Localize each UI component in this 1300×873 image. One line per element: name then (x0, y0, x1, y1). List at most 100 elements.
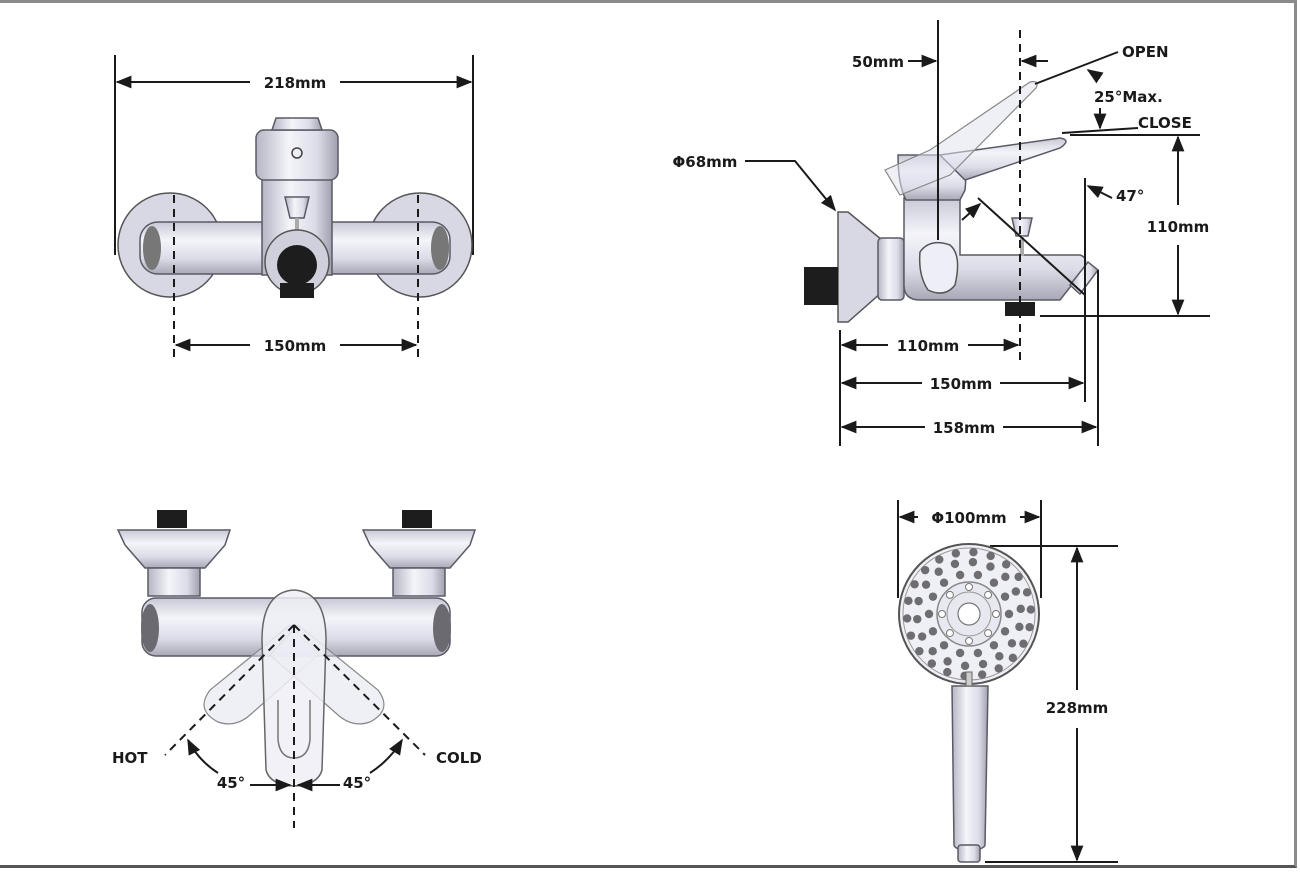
hose-connector (957, 844, 981, 863)
mode-selector (965, 671, 973, 687)
angle-arrow (961, 202, 982, 221)
nozzle (989, 641, 999, 650)
nozzle (915, 646, 924, 656)
outlet-thread-side (1005, 302, 1035, 316)
nozzle (950, 559, 960, 569)
diverter-knob (284, 196, 310, 219)
nozzle (1011, 587, 1021, 596)
inlet-end-left (141, 604, 159, 652)
open-label: OPEN (1122, 43, 1169, 61)
flange-left (116, 529, 232, 569)
flange-leader (745, 160, 837, 212)
outlet-nut (280, 283, 314, 298)
handshower-handle (951, 685, 989, 851)
head-diameter-label: Φ100mm (931, 509, 1006, 527)
hot-label: HOT (112, 749, 148, 767)
handshower-view: Φ100mm 228mm (897, 500, 1118, 863)
nozzle (1016, 604, 1025, 614)
inner-nozzle (984, 629, 993, 638)
nozzle (951, 549, 961, 558)
side-view: 50mm OPEN 25°Max. CLOSE 110mm Φ68mm 47° … (673, 20, 1210, 446)
hex-nut-right (392, 567, 446, 597)
nozzle (973, 648, 983, 658)
centerline-cold (293, 624, 426, 756)
center-disc (957, 602, 981, 626)
handle-offset-label: 50mm (852, 53, 904, 71)
nozzle (910, 580, 919, 589)
wall-flange (837, 211, 883, 323)
nozzle (973, 570, 983, 580)
handle-top (270, 117, 324, 131)
nozzle (995, 652, 1004, 661)
nozzle (960, 661, 970, 671)
cold-label: COLD (436, 749, 482, 767)
nozzle (1022, 588, 1032, 597)
inner-nozzle (992, 610, 1000, 618)
length-label: 228mm (1046, 699, 1109, 717)
hot-angle-label: 45° (217, 774, 245, 792)
inlet-thread-left (157, 510, 187, 528)
nozzle (1026, 605, 1036, 614)
nozzle (986, 551, 995, 561)
diverter-knob-side (1011, 217, 1033, 237)
overall-width-label: 218mm (264, 74, 327, 92)
nozzle (1019, 639, 1028, 648)
inlet-end-left (143, 226, 161, 270)
nozzle (986, 562, 995, 571)
nozzle (1001, 572, 1010, 581)
close-leader (1061, 127, 1139, 134)
nozzle (921, 580, 931, 589)
outlet-thread (277, 245, 317, 285)
nozzle (1001, 560, 1011, 569)
nozzle (904, 596, 913, 606)
inlet-thread-right (402, 510, 432, 528)
nozzle (1007, 639, 1017, 648)
nozzle (994, 664, 1003, 673)
nozzle (968, 557, 978, 567)
nozzle (902, 614, 912, 623)
inner-nozzle (945, 629, 954, 638)
hex-nut-left (147, 567, 201, 597)
front-view: 218mm 150mm (114, 55, 474, 362)
nozzle (1014, 572, 1023, 582)
angle-arrow (1086, 185, 1113, 199)
nozzle (917, 632, 927, 641)
nozzle (977, 670, 987, 679)
inlet-thread (804, 267, 838, 305)
nozzle (924, 609, 934, 619)
lever-closed (938, 137, 1067, 181)
hex-nut (877, 237, 905, 301)
nozzle (978, 659, 988, 669)
inner-nozzle (938, 610, 946, 618)
hot-angle-arrow (187, 738, 219, 774)
inner-nozzle (984, 590, 993, 599)
nozzle (939, 578, 949, 587)
nozzle (1004, 609, 1014, 619)
nozzle (943, 657, 952, 666)
nozzle (955, 648, 965, 658)
nozzle (943, 667, 952, 677)
indicator-hole (291, 147, 303, 159)
lever-angle-label: 25°Max. (1094, 88, 1163, 106)
diverter-stem-side (1020, 236, 1024, 256)
overall-depth-label: 158mm (933, 419, 996, 437)
nozzle (906, 631, 916, 640)
centerline-hot (164, 624, 295, 756)
depth-to-spout-label: 150mm (930, 375, 993, 393)
flange-right (361, 529, 477, 569)
inner-nozzle (965, 583, 973, 591)
nozzle (934, 567, 943, 576)
nozzle (1015, 622, 1024, 632)
spout-angle-line (977, 197, 1086, 296)
inlet-centers-label: 150mm (264, 337, 327, 355)
nozzle (989, 578, 999, 587)
spout-angle-label: 47° (1116, 187, 1144, 205)
angle-arrow (1086, 69, 1104, 84)
inner-nozzles (938, 583, 1000, 645)
height-label: 110mm (1147, 218, 1210, 236)
nozzle (1008, 653, 1018, 663)
nozzle (939, 641, 949, 650)
inner-nozzle (945, 590, 954, 599)
nozzle (1000, 592, 1010, 601)
